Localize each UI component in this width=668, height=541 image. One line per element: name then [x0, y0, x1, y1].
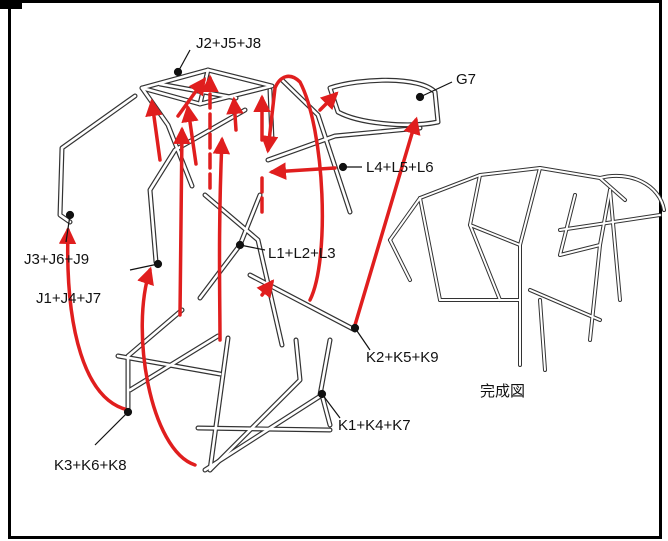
arrow-top-mid [226, 96, 244, 132]
tube-inner [58, 68, 440, 472]
arrow-k2-to-g7 [353, 116, 421, 327]
assembly-arrows [58, 74, 421, 467]
outer-frame [8, 0, 662, 539]
label-j1-j4-j7: J1+J4+J7 [36, 290, 102, 307]
arrow-l1-diag [256, 279, 275, 299]
arrow-j1-loop [212, 136, 231, 342]
label-j3-j6-j9: J3+J6+J9 [24, 251, 90, 268]
corner-tab [0, 0, 22, 9]
arrow-to-l4 [268, 162, 337, 180]
label-g7: G7 [456, 71, 477, 88]
completed-cage [388, 166, 666, 372]
label-k1-k4-k7: K1+K4+K7 [338, 417, 411, 434]
arrow-k1-loop [137, 266, 197, 467]
exploded-parts [57, 67, 441, 473]
arrow-left-rod [173, 126, 191, 317]
arrow-top-left [145, 98, 163, 162]
label-k2-k5-k9: K2+K5+K9 [366, 349, 439, 366]
completed-caption: 完成図 [480, 383, 526, 400]
label-j2-j5-j8: J2+J5+J8 [196, 35, 262, 52]
label-l4-l5-l6: L4+L5+L6 [366, 159, 434, 176]
label-l1-l2-l3: L1+L2+L3 [268, 245, 336, 262]
tube-outline [57, 67, 441, 473]
arrow-top-diag-b [181, 104, 199, 166]
label-k3-k6-k8: K3+K6+K8 [54, 457, 127, 474]
arrow-to-g7 [318, 91, 339, 112]
arrow-k3-loop [58, 226, 130, 412]
arrow-loop-j2 [260, 74, 325, 302]
leader-lines [65, 49, 453, 446]
